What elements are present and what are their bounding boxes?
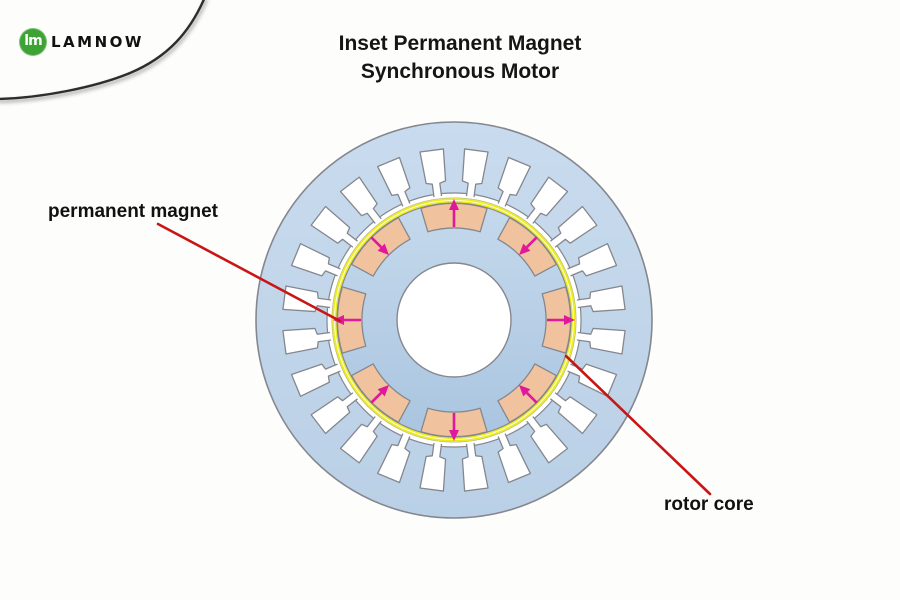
permanent-magnet-pole bbox=[497, 363, 558, 424]
stator-slot bbox=[282, 327, 332, 355]
sleeve-outer-outline bbox=[331, 197, 577, 443]
magnetization-arrow-shaft bbox=[525, 391, 538, 404]
stator-slot-shape bbox=[282, 327, 332, 355]
page-title: Inset Permanent Magnet Synchronous Motor bbox=[260, 30, 660, 86]
stator-slot bbox=[576, 285, 626, 313]
permanent-magnet-pole bbox=[497, 216, 558, 277]
magnetization-arrow-head bbox=[377, 243, 389, 255]
stator-slot bbox=[497, 156, 531, 207]
magnetization-arrow-head bbox=[519, 385, 531, 397]
stator-slot bbox=[290, 243, 341, 277]
permanent-magnet-line bbox=[156, 222, 342, 323]
shaft-hole bbox=[396, 262, 512, 378]
stator-slot-shape bbox=[339, 176, 382, 224]
brand-logo-icon: lm bbox=[19, 28, 47, 56]
stator-slot-shape bbox=[550, 205, 598, 248]
stator-slot-shape bbox=[576, 327, 626, 355]
stator-slot bbox=[567, 243, 618, 277]
stator-slot-shape bbox=[310, 205, 358, 248]
rotor-core-label: rotor core bbox=[664, 494, 754, 515]
permanent-magnet-pole bbox=[541, 286, 575, 354]
permanent-magnet-pole bbox=[420, 407, 488, 441]
title-line-1: Inset Permanent Magnet bbox=[338, 32, 582, 55]
magnetization-arrow-head bbox=[564, 315, 575, 325]
magnetization-arrow-head bbox=[377, 385, 389, 397]
stator-slot-shape bbox=[526, 176, 569, 224]
permanent-magnet-pole bbox=[350, 216, 411, 277]
stator-slot bbox=[497, 433, 531, 484]
stator-slot bbox=[339, 176, 382, 224]
stator-slot-shape bbox=[419, 442, 447, 492]
logo-curve-shadow bbox=[0, 0, 209, 104]
stator-slot-shape bbox=[550, 392, 598, 435]
logo-curve bbox=[0, 0, 205, 101]
rotor-core-line bbox=[564, 354, 712, 496]
stator-slot bbox=[419, 148, 447, 198]
magnetization-arrow-head bbox=[519, 243, 531, 255]
stator-slot-shape bbox=[310, 392, 358, 435]
stator-slot bbox=[290, 363, 341, 397]
logo-icon-text: lm bbox=[24, 33, 42, 49]
magnetization-arrow-head bbox=[449, 430, 459, 441]
magnetization-arrow-shaft bbox=[525, 236, 538, 249]
title-line-2: Synchronous Motor bbox=[360, 60, 560, 83]
stator-slot bbox=[282, 285, 332, 313]
stator-slot bbox=[526, 176, 569, 224]
stator-slot bbox=[576, 327, 626, 355]
stator-slot bbox=[550, 205, 598, 248]
stator-slot-shape bbox=[526, 416, 569, 464]
stator-slot bbox=[377, 433, 411, 484]
motor-cross-section bbox=[255, 121, 653, 519]
stator-slot-shape bbox=[576, 285, 626, 313]
stator-slot bbox=[461, 148, 489, 198]
magnetization-arrow-head bbox=[449, 199, 459, 210]
permanent-magnet-pole bbox=[333, 286, 367, 354]
permanent-magnet-label: permanent magnet bbox=[48, 201, 218, 222]
stator-slot-shape bbox=[461, 148, 489, 198]
permanent-magnet-pole bbox=[420, 199, 488, 233]
stator-slot bbox=[461, 442, 489, 492]
stator-slot bbox=[419, 442, 447, 492]
stator-slot-shape bbox=[339, 416, 382, 464]
brand-wordmark: LAMNOW bbox=[51, 33, 144, 51]
permanent-magnet-pole bbox=[350, 363, 411, 424]
stator-slot-shape bbox=[461, 442, 489, 492]
stator-slot-shape bbox=[290, 243, 341, 277]
stator-slot-shape bbox=[377, 433, 411, 484]
magnetization-arrow-shaft bbox=[370, 391, 383, 404]
stator-slot bbox=[377, 156, 411, 207]
stator-slot-shape bbox=[419, 148, 447, 198]
stator-slot-shape bbox=[290, 363, 341, 397]
stator-slot-shape bbox=[497, 433, 531, 484]
stator-slot bbox=[310, 392, 358, 435]
magnetization-arrow-shaft bbox=[370, 236, 383, 249]
stator-slot-shape bbox=[377, 156, 411, 207]
stator-slot bbox=[550, 392, 598, 435]
stator-slot-shape bbox=[497, 156, 531, 207]
stator-slot bbox=[339, 416, 382, 464]
stator-slot-shape bbox=[567, 243, 618, 277]
stator-slot-shape bbox=[282, 285, 332, 313]
stator-slot bbox=[310, 205, 358, 248]
stator-slot bbox=[526, 416, 569, 464]
logo: lm LAMNOW bbox=[0, 0, 230, 110]
logo-card-curve bbox=[0, 0, 209, 104]
